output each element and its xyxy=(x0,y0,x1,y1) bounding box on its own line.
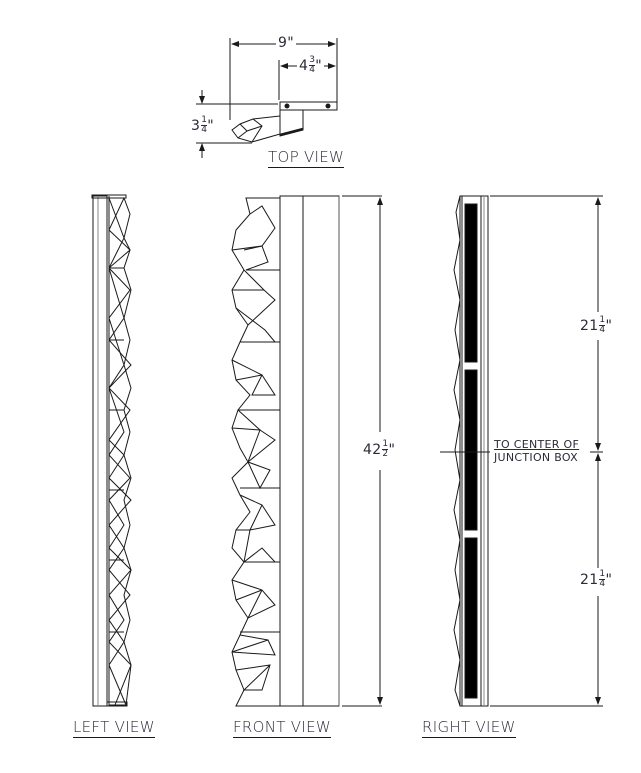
dim-unit: " xyxy=(605,317,613,334)
dim-unit: " xyxy=(287,35,294,51)
left-view-title: LEFT VIEW xyxy=(73,718,155,738)
right-view-drawing xyxy=(440,195,603,707)
dim-whole: 21 xyxy=(580,571,599,588)
right-view-title: RIGHT VIEW xyxy=(422,718,516,738)
top-view-title: TOP VIEW xyxy=(268,148,345,168)
dim-unit: " xyxy=(315,57,322,74)
dim-overall-width: 9" xyxy=(276,35,296,51)
frac-num: 1 xyxy=(382,439,389,450)
note-line-2: JUNCTION BOX xyxy=(494,451,578,464)
junction-box-note: TO CENTER OF JUNCTION BOX xyxy=(494,438,580,464)
frac-den: 4 xyxy=(309,65,316,75)
frac-den: 4 xyxy=(599,579,606,589)
dim-unit: " xyxy=(605,571,613,588)
frac-num: 1 xyxy=(201,115,208,126)
frac-num: 1 xyxy=(599,315,606,326)
note-line-1: TO CENTER OF xyxy=(494,438,580,451)
dim-unit: " xyxy=(388,441,396,458)
frac-num: 3 xyxy=(309,55,316,66)
dim-whole: 9 xyxy=(278,35,288,51)
front-view-title: FRONT VIEW xyxy=(233,718,332,738)
dim-whole: 21 xyxy=(580,317,599,334)
dim-whole: 42 xyxy=(363,441,382,458)
dim-whole: 4 xyxy=(299,57,309,74)
dim-unit: " xyxy=(207,117,214,134)
frac-num: 1 xyxy=(599,569,606,580)
frac-den: 4 xyxy=(599,325,606,335)
frac-den: 2 xyxy=(382,449,389,459)
frac-den: 4 xyxy=(201,125,208,135)
left-view-drawing xyxy=(91,194,132,707)
dim-whole: 3 xyxy=(191,117,201,134)
front-view-drawing xyxy=(231,195,383,707)
